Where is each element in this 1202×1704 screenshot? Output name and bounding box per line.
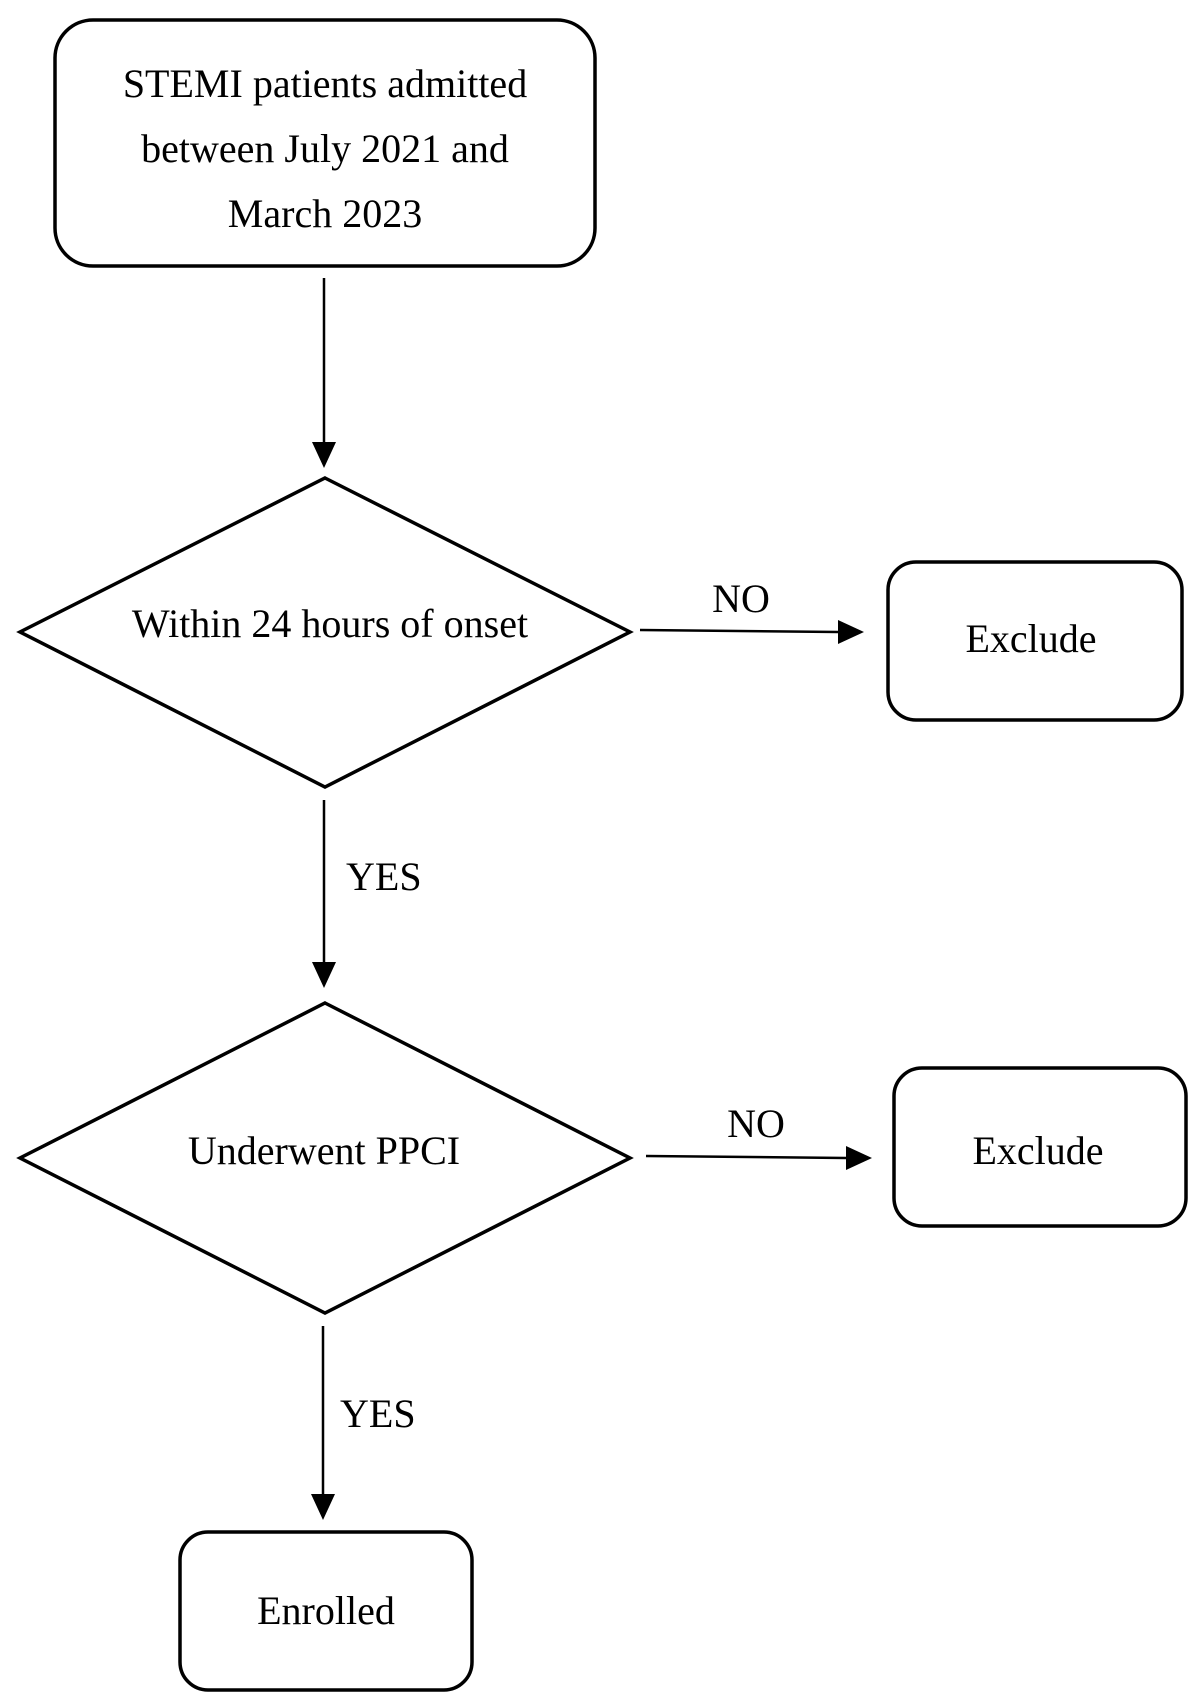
- start-box-line-3: March 2023: [228, 191, 422, 236]
- arrow-decision1-no-head: [838, 620, 864, 644]
- arrow-start-to-decision1-head: [312, 442, 336, 468]
- arrow-decision2-no-line: [645, 1154, 847, 1160]
- arrow-decision2-no-head: [846, 1146, 872, 1170]
- start-box-line-2: between July 2021 and: [141, 126, 509, 171]
- exclude-box-1-frame: [886, 560, 1184, 722]
- enrolled-box-label: Enrolled: [257, 1588, 395, 1633]
- decision2-yes-label: YES: [340, 1391, 416, 1436]
- exclude-box-1-label: Exclude: [965, 616, 1096, 661]
- decision1-diamond: Within 24 hours of onset: [16, 476, 634, 789]
- enrolled-box: Enrolled: [178, 1530, 474, 1692]
- start-box: STEMI patients admitted between July 202…: [53, 18, 597, 268]
- decision1-yes-label: YES: [346, 854, 422, 899]
- exclude-box-2-label: Exclude: [972, 1128, 1103, 1173]
- arrow-decision2-no: NO: [645, 1101, 872, 1170]
- arrow-start-to-decision1: [312, 278, 336, 468]
- exclude-box-2-frame: [892, 1066, 1188, 1228]
- arrow-decision1-yes-head: [312, 962, 336, 988]
- start-box-line-1: STEMI patients admitted: [123, 61, 527, 106]
- decision2-shape: [16, 1001, 634, 1315]
- arrow-decision2-yes-head: [311, 1494, 335, 1520]
- start-box-frame: [53, 18, 597, 268]
- decision2-label: Underwent PPCI: [188, 1128, 460, 1173]
- arrow-decision1-no: NO: [639, 576, 864, 644]
- exclude-box-2: Exclude: [892, 1066, 1188, 1228]
- decision2-no-label: NO: [727, 1101, 785, 1146]
- exclude-box-1: Exclude: [886, 560, 1184, 722]
- decision1-no-label: NO: [712, 576, 770, 621]
- enrolled-box-frame: [178, 1530, 474, 1692]
- arrow-decision1-no-line: [639, 628, 839, 634]
- decision1-label: Within 24 hours of onset: [132, 601, 528, 646]
- arrow-decision2-yes: YES: [311, 1326, 416, 1520]
- decision1-shape: [16, 476, 634, 789]
- decision2-diamond: Underwent PPCI: [16, 1001, 634, 1315]
- arrow-decision1-yes: YES: [312, 800, 422, 988]
